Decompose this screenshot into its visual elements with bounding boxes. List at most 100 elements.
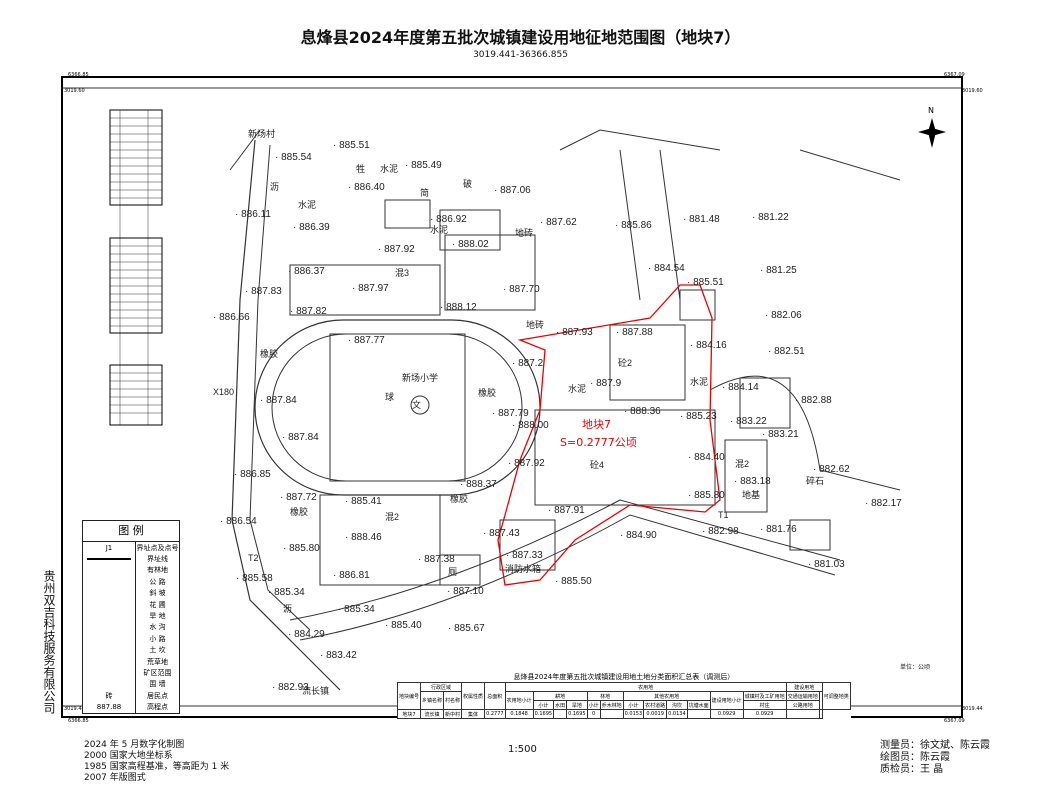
coordinate-tables bbox=[109, 109, 163, 426]
elevation-point: · 887.72 bbox=[280, 492, 317, 503]
map-label: 简 bbox=[420, 187, 429, 198]
table-header: 水田 bbox=[553, 700, 568, 710]
table-header: 小计 bbox=[622, 700, 645, 710]
map-label: 消防水箱 bbox=[505, 563, 541, 574]
elevation-point: · 885.50 bbox=[555, 576, 592, 587]
elevation-point: · 887.97 bbox=[352, 283, 389, 294]
land-area-table: 息烽县2024年度第五批次城镇建设用地土地分类面积汇总表（调测后） 地块编号行政… bbox=[396, 672, 851, 719]
north-label: N bbox=[928, 106, 934, 115]
parcel-area: S=0.2777公顷 bbox=[560, 436, 637, 449]
coordinate-range: 3019.441-36366.855 bbox=[473, 50, 568, 60]
elevation-point: · 882.62 bbox=[813, 464, 850, 475]
elevation-point: · 887.83 bbox=[245, 286, 282, 297]
legend-item: 斜 坡 bbox=[83, 587, 179, 599]
map-features bbox=[229, 129, 901, 691]
elevation-point: · 885.86 bbox=[615, 220, 652, 231]
table-header: 耕地 bbox=[532, 691, 588, 701]
elevation-point: · 881.48 bbox=[683, 214, 720, 225]
elevation-point: · 882.88 bbox=[795, 395, 832, 406]
elevation-point: · 888.02 bbox=[452, 239, 489, 250]
elevation-point: · 887.92 bbox=[378, 244, 415, 255]
legend-label: 土 坎 bbox=[149, 646, 166, 655]
map-label: T1 bbox=[718, 510, 729, 520]
elevation-point: · 886.66 bbox=[213, 312, 250, 323]
map-label: 沥 bbox=[283, 604, 292, 614]
elevation-point: · 883.18 bbox=[734, 476, 771, 487]
legend-item: 围 墙 bbox=[83, 678, 179, 691]
legend-title: 图 例 bbox=[83, 521, 179, 542]
map-label: 新场小学 bbox=[402, 372, 438, 383]
elevation-point: · 883.22 bbox=[730, 416, 767, 427]
footer-note: 2007 年版图式 bbox=[84, 773, 146, 783]
corner-tr-x: 6367.09 bbox=[944, 72, 965, 78]
elevation-point: · 885.40 bbox=[385, 620, 422, 631]
elevation-point: · 886.92 bbox=[430, 214, 467, 225]
legend-item: 花 圃 bbox=[83, 598, 179, 611]
legend-item: 公 路 bbox=[83, 576, 179, 588]
legend-label: 高程点 bbox=[147, 703, 168, 712]
table-cell: 地块7 bbox=[396, 709, 422, 719]
table-cell: 0.0019 bbox=[643, 709, 668, 719]
map-label: 文 bbox=[412, 399, 421, 410]
table-header: 公路用地 bbox=[785, 700, 820, 710]
elevation-point: · 886.81 bbox=[333, 570, 370, 581]
legend-label: 居民点 bbox=[147, 691, 168, 700]
table-header: 地块编号 bbox=[396, 682, 422, 710]
legend-symbol bbox=[83, 678, 136, 691]
legend-label: 旱 地 bbox=[149, 612, 166, 621]
legend-label: 界址线 bbox=[147, 555, 168, 564]
legend-symbol: 砖 bbox=[83, 690, 136, 702]
map-label: 流长镇 bbox=[302, 685, 329, 696]
legend-symbol bbox=[83, 633, 136, 645]
table-header: 旱地 bbox=[566, 700, 588, 710]
map-label: 混3 bbox=[395, 268, 409, 278]
elevation-point: · 885.49 bbox=[405, 160, 442, 171]
table-cell bbox=[553, 709, 568, 719]
legend-symbol-mark: 砖 bbox=[105, 691, 113, 700]
staff-line: 质检员：王 晶 bbox=[880, 764, 944, 775]
map-label: T2 bbox=[248, 553, 259, 563]
legend-item: 旱 地 bbox=[83, 610, 179, 622]
table-cell bbox=[785, 709, 820, 719]
map-label: 砼2 bbox=[618, 357, 632, 368]
parcel-boundary bbox=[497, 284, 721, 586]
legend-label: 斜 坡 bbox=[149, 589, 166, 598]
table-header: 行政区域 bbox=[420, 682, 463, 692]
table-cell: 0.0929 bbox=[709, 709, 744, 719]
map-label: 新场村 bbox=[248, 128, 275, 139]
table-header: 其他农用地 bbox=[622, 691, 711, 701]
staff-line: 绘图员：陈云霞 bbox=[880, 752, 950, 763]
table-header: 林地 bbox=[586, 691, 624, 701]
legend-symbol bbox=[83, 655, 136, 668]
corner-tl-x: 6366.85 bbox=[68, 72, 89, 78]
legend-symbol bbox=[83, 576, 136, 588]
elevation-point: · 885.58 bbox=[236, 573, 273, 584]
elevation-point: · 886.11 bbox=[235, 209, 271, 220]
company-name: 贵州双吉科技服务有限公司 bbox=[42, 570, 56, 714]
elevation-point: · 885.51 bbox=[687, 277, 724, 288]
table-header: 乔木林地 bbox=[599, 700, 624, 710]
map-label: 牲 bbox=[356, 163, 365, 174]
legend-label: 界址点及点号 bbox=[136, 543, 179, 552]
elevation-point: · 885.80 bbox=[283, 543, 320, 554]
map-label: 地基 bbox=[742, 489, 760, 500]
footer-staff: 测量员：徐文斌、陈云霞绘图员：陈云霞质检员：王 晶 bbox=[880, 740, 990, 776]
elevation-points: · 885.51· 885.54· 885.49· 886.40· 887.06… bbox=[213, 140, 902, 693]
elevation-point: · 888.36 bbox=[624, 406, 661, 417]
footer-note: 2024 年 5 月数字化制图 bbox=[84, 740, 185, 750]
map-label: X180 bbox=[213, 387, 234, 397]
elevation-point: · 884.14 bbox=[722, 382, 759, 393]
elevation-point: · 887.88 bbox=[616, 327, 653, 338]
elevation-point: · 885.51 bbox=[333, 140, 370, 151]
table-cell: 0 bbox=[586, 709, 601, 719]
map-label: 混2 bbox=[385, 512, 399, 522]
elevation-point: · 886.39 bbox=[293, 222, 330, 233]
elevation-point: · 885.41 bbox=[345, 496, 382, 507]
table-cell: 0.0929 bbox=[742, 709, 787, 719]
elevation-point: · 887.93 bbox=[556, 327, 593, 338]
elevation-point: · 881.25 bbox=[760, 265, 797, 276]
